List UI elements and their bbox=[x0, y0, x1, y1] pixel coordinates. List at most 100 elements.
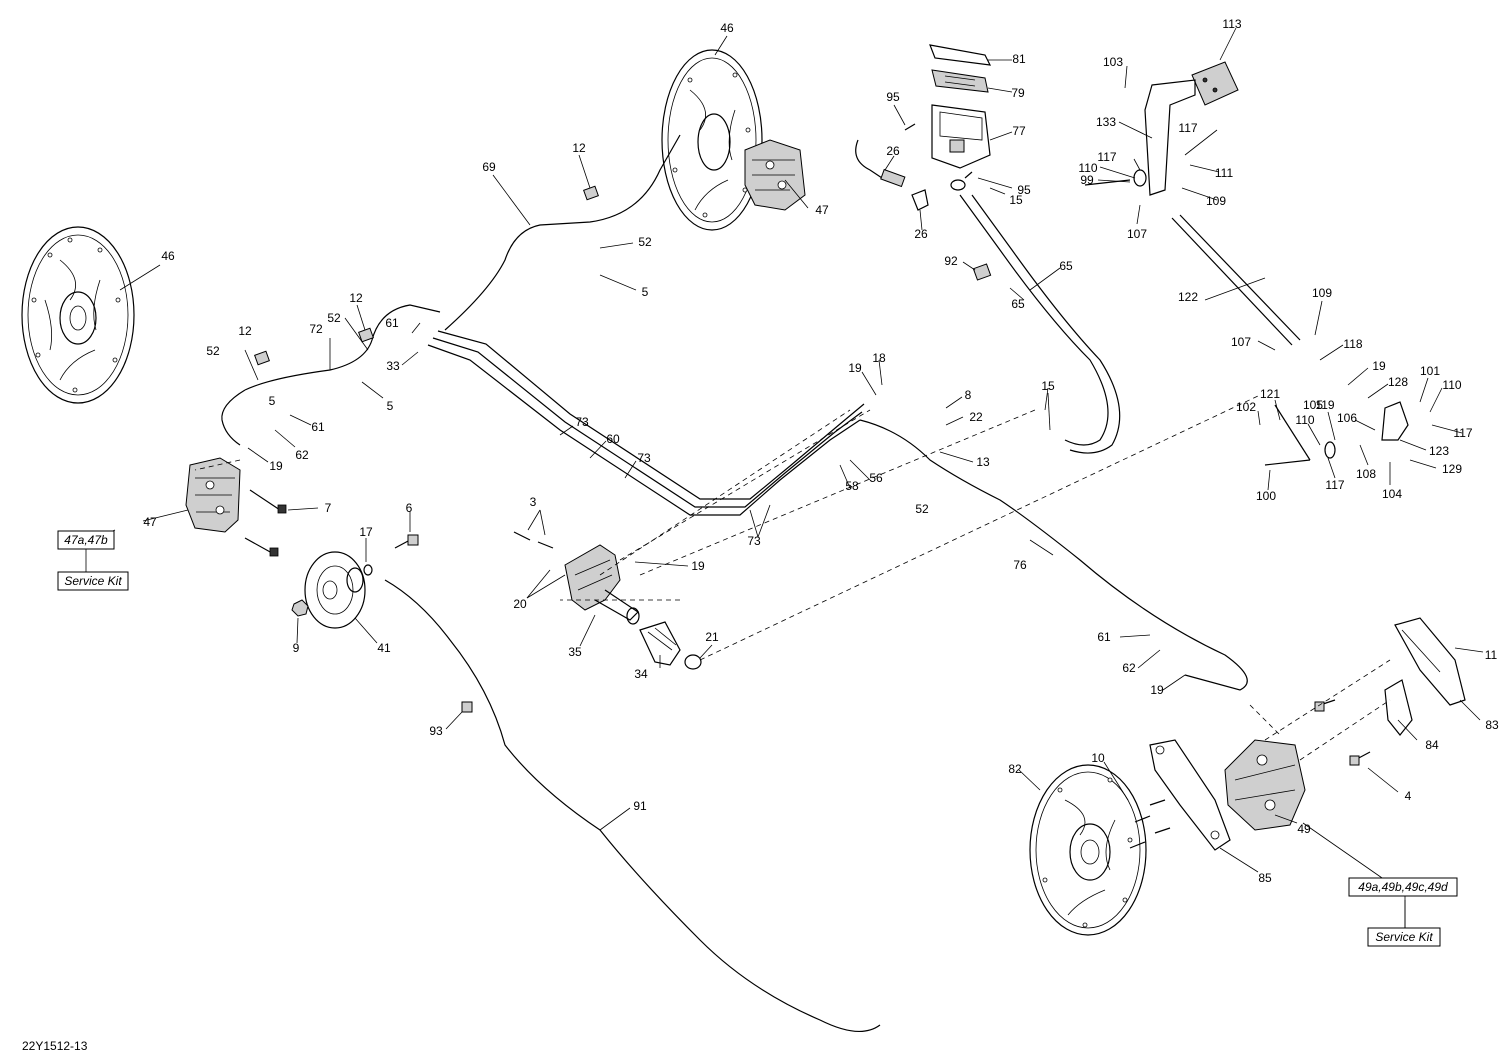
callout-56: 56 bbox=[869, 471, 883, 485]
master-cylinder-pins bbox=[513, 531, 554, 549]
callout-93: 93 bbox=[429, 724, 443, 738]
master-cylinder-boot bbox=[639, 621, 681, 666]
callout-100: 100 bbox=[1256, 489, 1276, 503]
callout-104: 104 bbox=[1382, 487, 1402, 501]
callout-52-a: 52 bbox=[638, 235, 652, 249]
callout-19-b: 19 bbox=[848, 361, 862, 375]
callout-11: 11 bbox=[1485, 648, 1498, 662]
callout-82: 82 bbox=[1008, 762, 1022, 776]
brake-pedal-pad bbox=[1191, 61, 1239, 106]
caliper-bolts bbox=[244, 489, 287, 557]
callout-108: 108 bbox=[1356, 467, 1376, 481]
callout-73-b: 73 bbox=[637, 451, 651, 465]
callout-109-b: 109 bbox=[1312, 286, 1332, 300]
callout-105: 19 bbox=[1372, 359, 1386, 373]
callout-9: 9 bbox=[293, 641, 300, 655]
brake-line-rear bbox=[859, 419, 1248, 691]
brake-light-switch bbox=[855, 139, 929, 211]
callout-117-b: 117 bbox=[1097, 150, 1116, 164]
callout-34: 34 bbox=[634, 667, 648, 681]
hub-washer bbox=[363, 564, 373, 576]
brake-hose-front-left bbox=[221, 304, 441, 446]
callout-79: 79 bbox=[1011, 86, 1025, 100]
callout-46-front-left: 46 bbox=[161, 249, 175, 263]
callout-26-b: 26 bbox=[914, 227, 928, 241]
callout-18: 18 bbox=[872, 351, 886, 365]
brake-fluid-reservoir bbox=[931, 104, 991, 169]
pedal-push-rod bbox=[1171, 214, 1301, 346]
callout-52-d: 52 bbox=[915, 502, 929, 516]
rear-brake-caliper bbox=[1224, 739, 1306, 831]
callout-19-a: 19 bbox=[269, 459, 283, 473]
callout-77: 77 bbox=[1012, 124, 1026, 138]
callout-21: 21 bbox=[705, 630, 719, 644]
reservoir-clamps bbox=[950, 179, 966, 191]
callout-labels: 46 46 47 47 12 12 12 52 52 52 52 5 5 5 4… bbox=[143, 17, 1499, 885]
callout-129: 129 bbox=[1442, 462, 1462, 476]
callout-113: 113 bbox=[1222, 17, 1241, 31]
rear-guard-plate bbox=[1384, 679, 1413, 736]
callout-101: 101 bbox=[1420, 364, 1440, 378]
callout-65-a: 65 bbox=[1059, 259, 1073, 273]
callout-91: 91 bbox=[633, 799, 647, 813]
callout-12-b: 12 bbox=[349, 291, 363, 305]
callout-117-d: 117 bbox=[1453, 426, 1472, 440]
callout-61-b: 61 bbox=[311, 420, 325, 434]
callout-133: 133 bbox=[1096, 115, 1116, 129]
callout-41: 41 bbox=[377, 641, 391, 655]
callout-95-a: 95 bbox=[886, 90, 900, 104]
callout-12-c: 12 bbox=[238, 324, 252, 338]
callout-103: 103 bbox=[1103, 55, 1123, 69]
callout-110-a: 110 bbox=[1078, 161, 1097, 175]
front-right-brake-caliper bbox=[744, 139, 806, 211]
front-left-brake-caliper bbox=[185, 457, 241, 533]
master-cylinder bbox=[564, 544, 640, 625]
callout-119: 105 bbox=[1303, 398, 1323, 412]
callout-118: 118 bbox=[1343, 337, 1362, 351]
rear-disc-bolts bbox=[1129, 799, 1171, 849]
callout-19-c: 19 bbox=[691, 559, 705, 573]
callout-47-front-left: 47 bbox=[143, 515, 157, 529]
callout-73-a: 73 bbox=[575, 415, 589, 429]
callout-8: 8 bbox=[965, 388, 972, 402]
reservoir-cap-gasket bbox=[929, 44, 992, 66]
callout-26-a: 26 bbox=[886, 144, 900, 158]
callout-10: 10 bbox=[1091, 751, 1105, 765]
callout-35: 35 bbox=[568, 645, 582, 659]
callout-4: 4 bbox=[1405, 789, 1412, 803]
callout-73-c: 73 bbox=[747, 534, 761, 548]
callout-3: 3 bbox=[530, 495, 537, 509]
callout-102: 102 bbox=[1236, 400, 1256, 414]
reservoir-screws bbox=[904, 123, 973, 179]
callout-5-a: 5 bbox=[642, 285, 649, 299]
rear-caliper-bracket bbox=[1149, 739, 1231, 851]
callout-95-b: 95 bbox=[1017, 183, 1031, 197]
callout-107-a: 107 bbox=[1127, 227, 1147, 241]
callout-17: 17 bbox=[359, 525, 373, 539]
callout-121: 121 bbox=[1260, 387, 1280, 401]
callout-12-a: 12 bbox=[572, 141, 586, 155]
diagram-code: 22Y1512-13 bbox=[22, 1039, 88, 1053]
callout-85: 85 bbox=[1258, 871, 1272, 885]
callout-76: 76 bbox=[1013, 558, 1027, 572]
callout-47-front-right: 47 bbox=[815, 203, 829, 217]
callout-128: 128 bbox=[1388, 375, 1408, 389]
callout-81: 81 bbox=[1012, 52, 1026, 66]
callout-110-b: 110 bbox=[1442, 378, 1461, 392]
rear-service-kit-label: Service Kit bbox=[1375, 930, 1433, 944]
front-right-brake-disc bbox=[661, 49, 763, 231]
callout-69: 69 bbox=[482, 160, 496, 174]
line-clips bbox=[254, 185, 992, 713]
callout-60: 60 bbox=[606, 432, 620, 446]
hub-nut bbox=[291, 599, 309, 617]
brake-pedal-lever bbox=[1144, 79, 1196, 196]
callout-19-d: 19 bbox=[1150, 683, 1164, 697]
callout-6: 6 bbox=[406, 501, 413, 515]
callout-111: 111 bbox=[1215, 166, 1234, 180]
rear-kit-parts: 49a,49b,49c,49d bbox=[1358, 880, 1448, 894]
callout-110-c: 110 bbox=[1295, 413, 1314, 427]
callout-15-b: 15 bbox=[1009, 193, 1023, 207]
callout-61-c: 61 bbox=[1097, 630, 1111, 644]
callout-107-b: 107 bbox=[1231, 335, 1251, 349]
callout-58: 58 bbox=[845, 479, 859, 493]
